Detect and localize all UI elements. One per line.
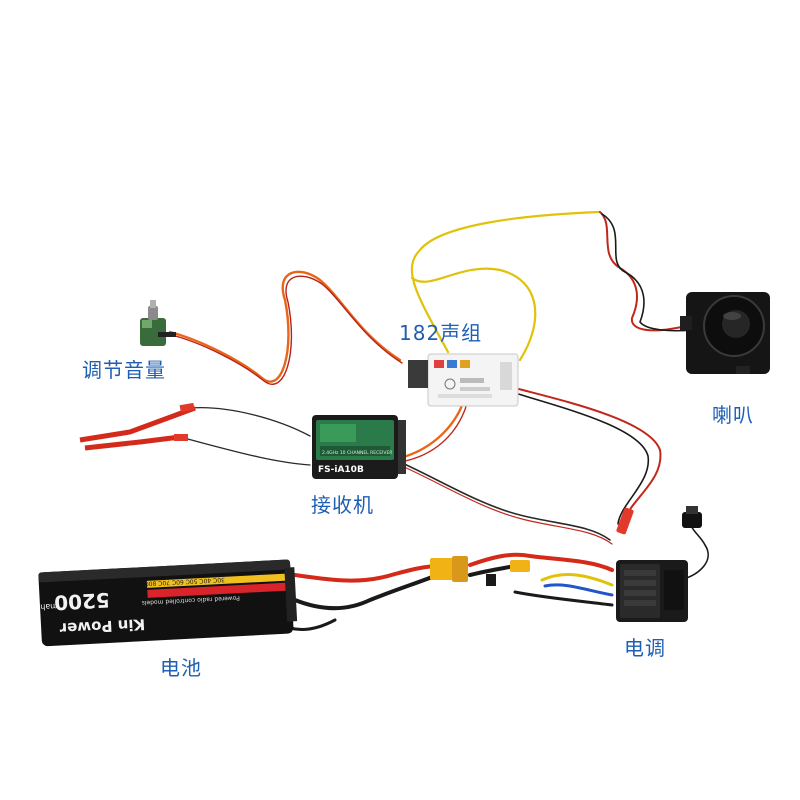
volume-potentiometer xyxy=(140,300,176,346)
label-speaker: 喇叭 xyxy=(712,403,754,427)
speaker-red-wire xyxy=(599,211,691,332)
label-battery: 电池 xyxy=(160,656,202,680)
module-to-esc-black xyxy=(511,391,649,525)
esc-red-connector xyxy=(616,507,634,535)
battery-red-lead xyxy=(293,564,442,583)
motor-black-wire xyxy=(513,590,614,607)
speaker xyxy=(680,292,770,374)
battery-balance-lead xyxy=(288,618,337,632)
battery-capacity: 5200 xyxy=(54,588,111,615)
label-volume: 调节音量 xyxy=(82,358,166,382)
yellow-wire-loop xyxy=(410,210,602,354)
receiver-spec: 2.4GHz 10 CHANNEL RECEIVER xyxy=(322,450,392,456)
sound-module xyxy=(408,353,519,407)
speaker-black-wire xyxy=(601,213,693,332)
battery-black-lead xyxy=(293,572,442,611)
battery-unit: mah xyxy=(40,602,58,612)
label-sound-module: 182声组 xyxy=(399,321,483,345)
antenna-connector-bottom xyxy=(84,434,181,451)
yellow-wire-loop-2 xyxy=(410,267,537,362)
esc-red-lead xyxy=(468,552,614,572)
motor-blue-wire xyxy=(543,583,614,597)
motor-yellow-wire xyxy=(540,573,614,587)
label-esc: 电调 xyxy=(624,636,666,660)
label-receiver: 接收机 xyxy=(311,493,374,517)
battery: 30C 40C 50C 60C 70C 80C Powered radio co… xyxy=(38,559,298,647)
volume-orange-wire xyxy=(168,270,402,383)
receiver-model: FS-iA10B xyxy=(318,465,364,475)
receiver-to-esc-cable-red xyxy=(401,465,613,545)
receiver-to-esc-cable xyxy=(399,461,611,541)
esc xyxy=(616,506,702,622)
antenna-connectors xyxy=(79,402,196,451)
xt60-connectors xyxy=(430,556,530,586)
battery-ratings: 30C 40C 50C 60C 70C 80C xyxy=(144,576,225,587)
battery-brand: Kin Power xyxy=(59,615,146,637)
module-to-esc-red xyxy=(514,387,662,521)
antenna-wire-bottom xyxy=(179,436,311,466)
receiver: 2.4GHz 10 CHANNEL RECEIVER FS-iA10B xyxy=(312,415,406,479)
antenna-connector-top xyxy=(79,405,196,443)
volume-red-wire xyxy=(171,275,403,385)
antenna-wire-top xyxy=(189,406,311,437)
